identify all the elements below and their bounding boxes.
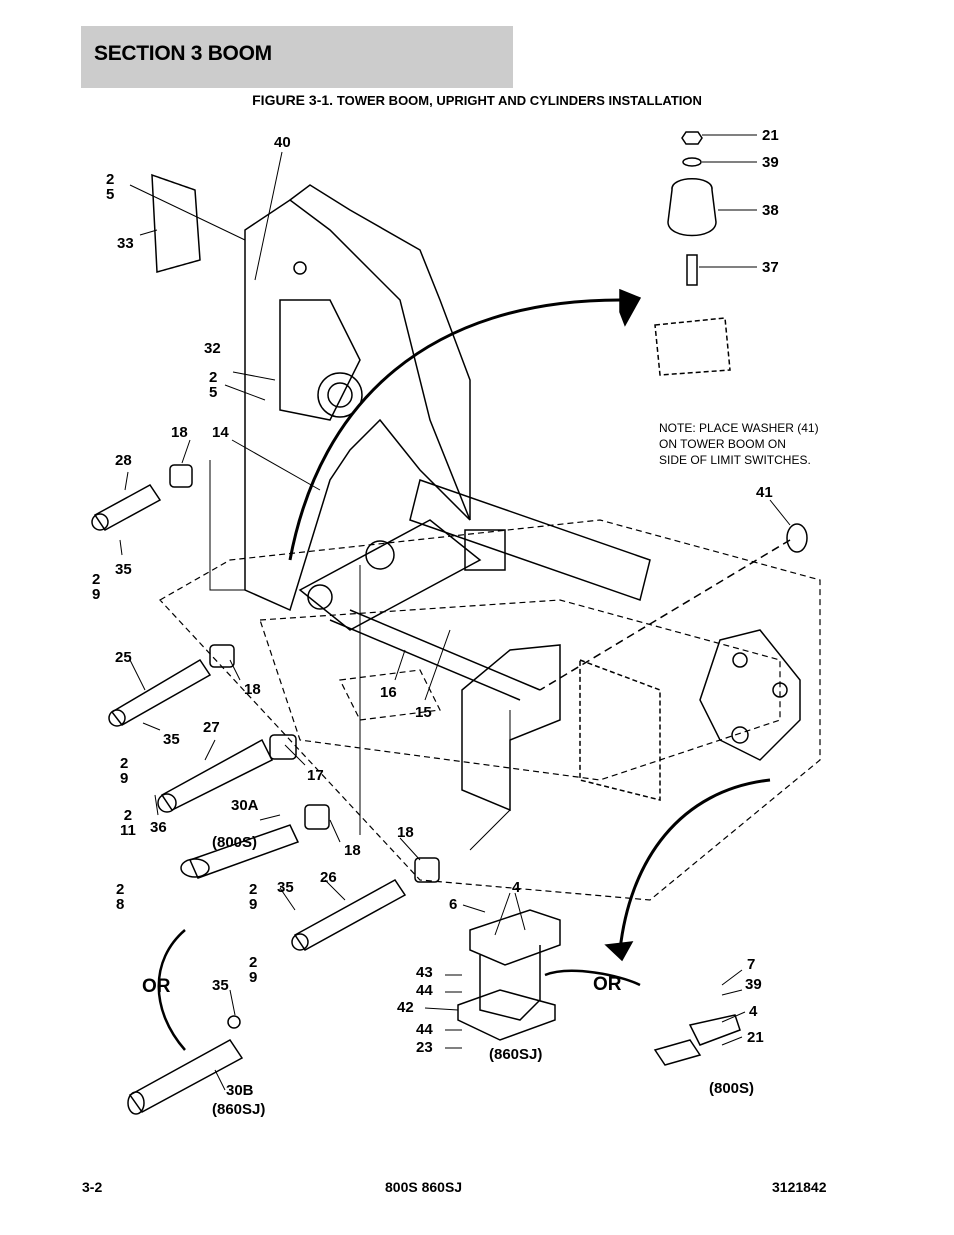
tower-boom (244, 184, 541, 701)
callout: 25 (115, 649, 132, 666)
callout: 18 (397, 824, 414, 841)
callout: 39 (745, 976, 762, 993)
callout: 4 (512, 879, 521, 896)
pivot (699, 629, 801, 761)
callout: 4 (749, 1003, 758, 1020)
callout: 37 (762, 259, 779, 276)
callout: 41 (756, 484, 773, 501)
callout: 27 (203, 719, 220, 736)
callout: 35 (163, 731, 180, 748)
figure-caption: FIGURE 3-1. TOWER BOOM, UPRIGHT AND CYLI… (0, 92, 954, 108)
callout: 2 9 (249, 881, 258, 913)
callout: 21 (762, 127, 779, 144)
callout: 39 (762, 154, 779, 171)
callout: 23 (416, 1039, 433, 1056)
figure-title: TOWER BOOM, UPRIGHT AND CYLINDERS INSTAL… (336, 93, 702, 108)
pins (91, 464, 440, 1115)
callout: 36 (150, 819, 167, 836)
callout: 6 (449, 896, 458, 913)
callout: 7 (747, 956, 756, 973)
callout: 2 8 (116, 881, 125, 913)
callout: 2 9 (120, 755, 129, 787)
page-number: 3-2 (82, 1179, 103, 1195)
or-label: OR (593, 974, 622, 995)
callout: 2 9 (92, 571, 101, 603)
pads-800s (653, 1014, 741, 1066)
callout: 2 5 (106, 171, 115, 203)
callout: 43 (416, 964, 433, 981)
callout: 33 (117, 235, 134, 252)
callout: 16 (380, 684, 397, 701)
base-frame (159, 519, 821, 901)
callout: 2 9 (249, 954, 258, 986)
callout: 35 (115, 561, 132, 578)
callout: 38 (762, 202, 779, 219)
washer-note: NOTE: PLACE WASHER (41) ON TOWER BOOM ON… (659, 421, 819, 467)
callout: (860SJ) (212, 1101, 266, 1118)
callout: 2 11 (120, 807, 136, 839)
section-title: SECTION 3 BOOM (94, 42, 272, 65)
callout: 32 (204, 340, 221, 357)
callout: 14 (212, 424, 229, 441)
callout: 30A (231, 797, 259, 814)
arrow-top (288, 298, 621, 561)
bracket (461, 644, 661, 812)
footer-doc-number: 3121842 (772, 1179, 827, 1195)
arrow-bottom-head (604, 941, 634, 962)
callout: 42 (397, 999, 414, 1016)
callout: 21 (747, 1029, 764, 1046)
callout: 35 (277, 879, 294, 896)
arrow-top-head (619, 288, 642, 327)
footer-models: 800S 860SJ (385, 1179, 463, 1195)
mount-860sj (457, 909, 561, 1041)
callout: 28 (115, 452, 132, 469)
section-header: SECTION 3 BOOM (81, 26, 513, 88)
callout: 40 (274, 134, 291, 151)
callout: 35 (212, 977, 229, 994)
washer-41 (786, 523, 808, 553)
callout: (800S) (709, 1080, 755, 1097)
callout: 44 (416, 1021, 433, 1038)
figure-number: FIGURE 3-1. (252, 92, 334, 108)
callout: 44 (416, 982, 433, 999)
washer-line (539, 539, 791, 691)
callout: (800S) (212, 834, 258, 851)
callout: 18 (171, 424, 188, 441)
or-label: OR (142, 976, 171, 997)
callout: 18 (244, 681, 261, 698)
callout: 17 (307, 767, 324, 784)
callout: 15 (415, 704, 432, 721)
callout: (860SJ) (489, 1046, 543, 1063)
cylinder (409, 479, 651, 601)
callout: 26 (320, 869, 337, 886)
callout: 2 5 (209, 369, 218, 401)
arrow-bottom (618, 778, 771, 951)
callout: 30B (226, 1082, 254, 1099)
callout: 18 (344, 842, 361, 859)
